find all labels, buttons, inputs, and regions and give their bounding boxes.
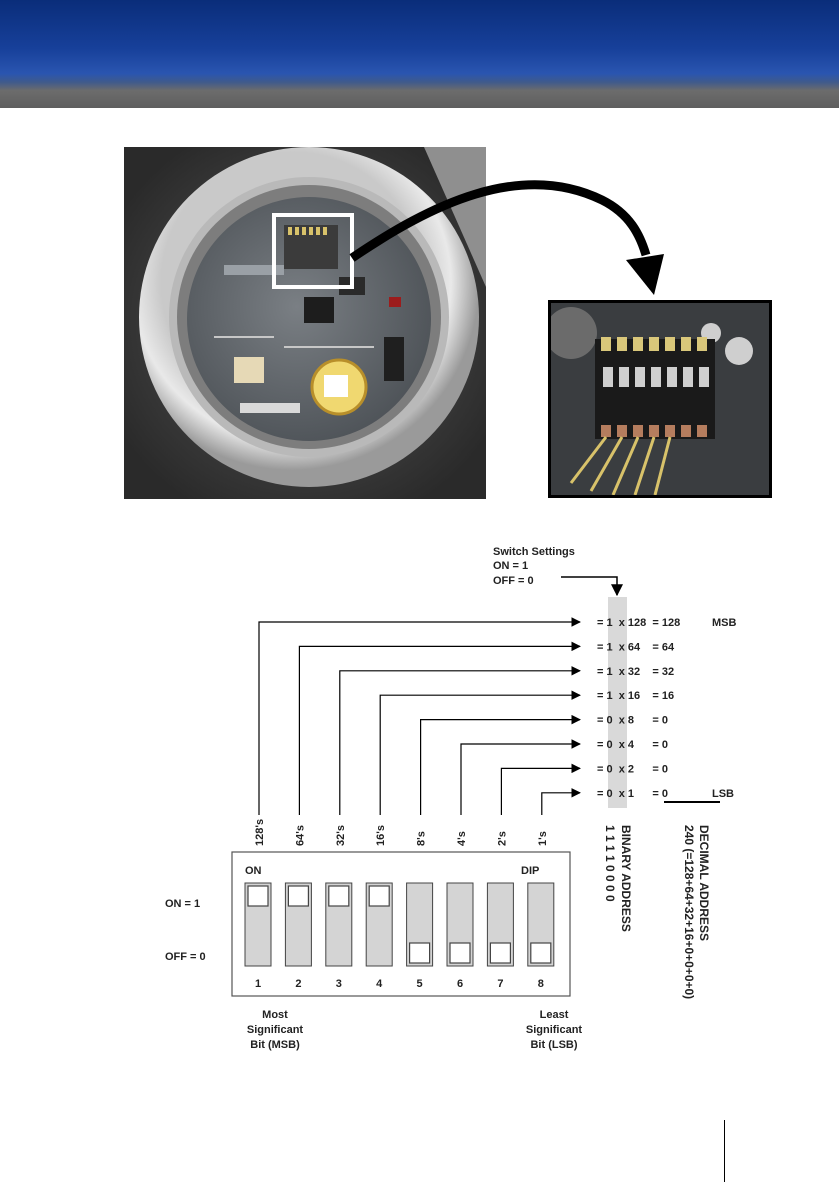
bit-weight-label: 128's xyxy=(254,819,266,846)
dip-left-on: ON = 1 xyxy=(165,898,200,910)
bit-weight-label: 2's xyxy=(496,831,508,846)
dip-on-label: ON xyxy=(245,865,262,877)
bit-row-text: = 1 x 64 = 64 xyxy=(597,641,675,653)
svg-text:Least: Least xyxy=(540,1009,569,1021)
bit-row-tag: LSB xyxy=(712,788,734,800)
bit-row-text: = 0 x 1 = 0 xyxy=(597,788,668,800)
dip-switch-knob xyxy=(247,885,269,907)
dip-switch-knob xyxy=(489,942,511,964)
dip-number: 6 xyxy=(457,978,463,990)
bit-leader-line xyxy=(460,739,581,815)
dip-number: 3 xyxy=(336,978,342,990)
bit-rows: = 1 x 128 = 128 MSB = 1 x 64 = 64 = 1 x 32 … xyxy=(597,617,737,800)
bit-row-text: = 0 x 4 = 0 xyxy=(597,739,668,751)
dip-switch-knob xyxy=(368,885,390,907)
dip-switch-knob xyxy=(328,885,350,907)
bit-weight-label: 8's xyxy=(416,831,428,846)
decimal-address-label: DECIMAL ADDRESS xyxy=(697,825,711,941)
binary-address-label: BINARY ADDRESS xyxy=(619,825,633,932)
bit-weight-label: 16's xyxy=(375,825,387,846)
bit-leader-line xyxy=(541,787,581,815)
bit-leader-line xyxy=(379,690,581,815)
msb-caption: Most Significant Bit (MSB) xyxy=(247,1009,304,1051)
dip-switch-knob xyxy=(409,942,431,964)
curved-arrow-head xyxy=(626,254,664,295)
dip-number: 2 xyxy=(295,978,301,990)
dip-number: 4 xyxy=(376,978,383,990)
switch-settings-on: ON = 1 xyxy=(493,560,528,572)
dip-switches xyxy=(244,882,555,967)
page-margin-rule xyxy=(724,1120,725,1182)
switch-settings-title: Switch Settings xyxy=(493,546,575,558)
decimal-address-value: 240 (=128+64+32+16+0+0+0+0) xyxy=(682,825,696,999)
curved-arrow-icon xyxy=(349,180,651,262)
bit-leader-lines xyxy=(258,617,581,815)
bit-row-text: = 0 x 8 = 0 xyxy=(597,715,668,727)
dip-label: DIP xyxy=(521,865,539,877)
switch-settings-off: OFF = 0 xyxy=(493,575,534,587)
dip-switch-knob xyxy=(530,942,552,964)
bit-leader-line xyxy=(420,714,581,815)
svg-text:Significant: Significant xyxy=(247,1024,304,1036)
bit-row-tag: MSB xyxy=(712,617,737,629)
svg-text:Significant: Significant xyxy=(526,1024,583,1036)
svg-text:Most: Most xyxy=(262,1009,288,1021)
binary-address-value: 1 1 1 1 0 0 0 0 xyxy=(603,825,617,902)
bit-leader-line xyxy=(258,617,581,815)
dip-number: 7 xyxy=(497,978,503,990)
dip-switch-closeup-photo xyxy=(548,300,772,498)
bit-row-text: = 1 x 128 = 128 xyxy=(597,617,680,629)
page-header-band xyxy=(0,0,839,108)
dip-switch-knob xyxy=(287,885,309,907)
dip-number: 1 xyxy=(255,978,261,990)
bit-leader-line xyxy=(298,641,581,815)
down-arrow-icon xyxy=(561,576,623,597)
bit-row-text: = 0 x 2 = 0 xyxy=(597,763,668,775)
bit-value-column xyxy=(608,597,627,808)
bit-weight-labels: 128's 64's 32's 16's 8's 4's 2's 1's xyxy=(254,819,549,846)
dip-switch-knob xyxy=(449,942,471,964)
bit-row-text: = 1 x 16 = 16 xyxy=(597,690,674,702)
dip-number: 8 xyxy=(538,978,544,990)
bit-leader-line xyxy=(500,763,581,815)
circuit-board-photo xyxy=(124,147,486,499)
dip-numbers: 1 2 3 4 5 6 7 8 xyxy=(255,978,544,990)
svg-text:Bit (LSB): Bit (LSB) xyxy=(530,1039,577,1051)
bit-weight-label: 32's xyxy=(335,825,347,846)
dip-left-off: OFF = 0 xyxy=(165,951,206,963)
bit-weight-label: 64's xyxy=(294,825,306,846)
bit-weight-label: 1's xyxy=(537,831,549,846)
bit-leader-line xyxy=(339,665,581,815)
bit-row-text: = 1 x 32 = 32 xyxy=(597,666,674,678)
dip-switch-body xyxy=(231,851,571,997)
bit-weight-label: 4's xyxy=(456,831,468,846)
lsb-caption: Least Significant Bit (LSB) xyxy=(526,1009,583,1051)
dip-number: 5 xyxy=(417,978,423,990)
svg-text:Bit (MSB): Bit (MSB) xyxy=(250,1039,300,1051)
